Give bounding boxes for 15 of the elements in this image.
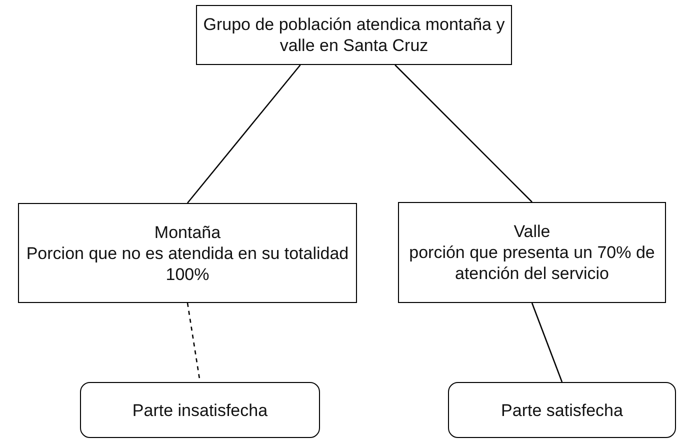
connector-line (394, 64, 532, 202)
connector-line (187, 64, 301, 204)
box-heading: Valle (514, 221, 550, 242)
box-text: Porcion que no es atendida en su totalidad 100% (25, 242, 350, 284)
region-box (398, 202, 666, 303)
box-text: Parte insatisfecha (132, 400, 268, 420)
box-text: porción que presenta un 70% de atención del servicio (408, 242, 656, 284)
box-text: Grupo de población atendica montaña y valle en Santa Cruz (202, 14, 506, 56)
box-text: Parte satisfecha (501, 400, 623, 420)
region-box (18, 203, 357, 303)
connector-line (531, 302, 563, 382)
box-heading: Montaña (154, 222, 221, 242)
heading-box (196, 5, 512, 65)
result-box (448, 382, 676, 438)
result-box (80, 382, 320, 438)
